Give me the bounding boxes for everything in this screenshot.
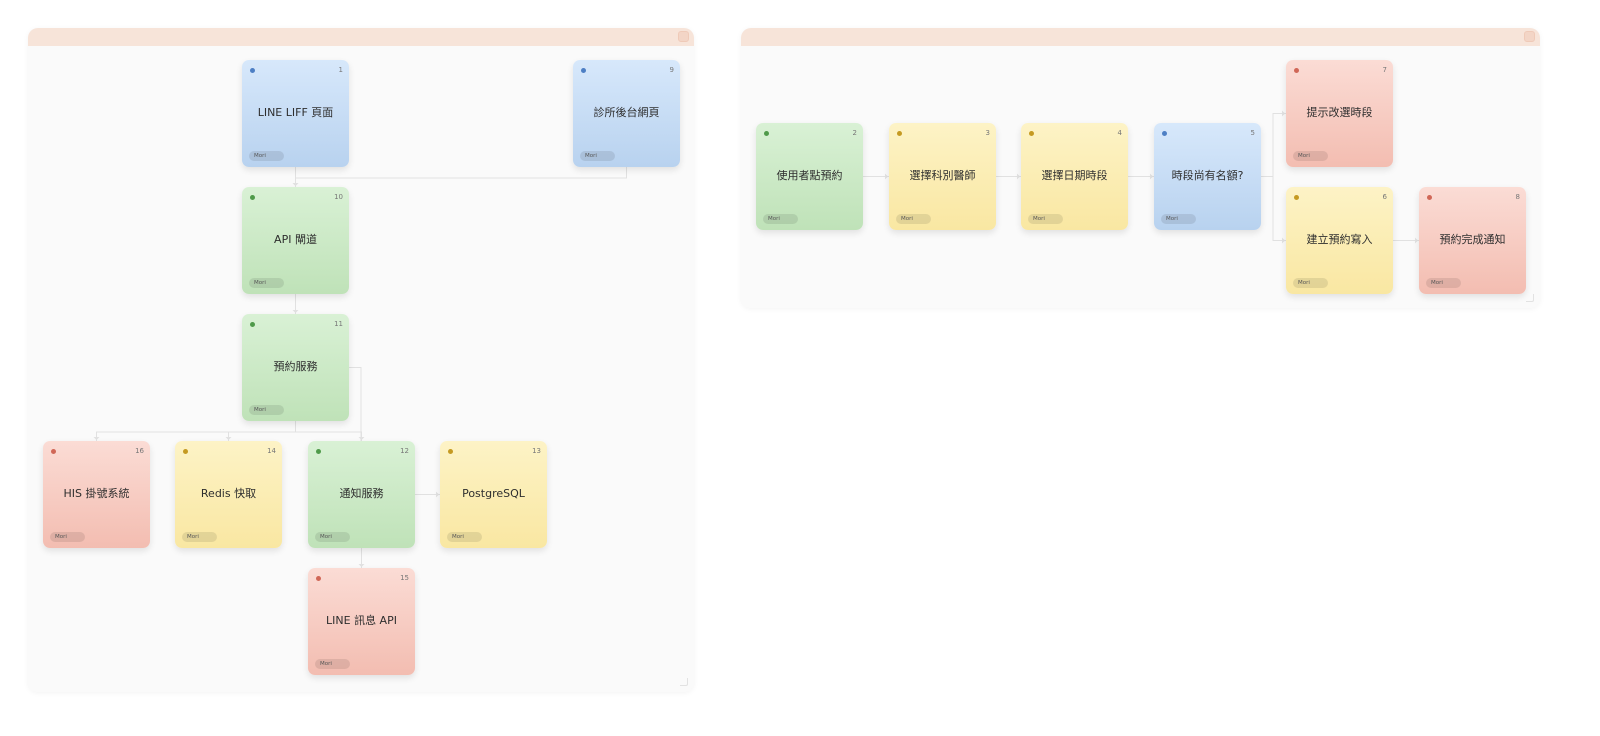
status-dot-icon	[448, 449, 453, 454]
node-label: Redis 快取	[200, 487, 257, 500]
owner-tag: Mori	[315, 532, 350, 542]
booking-flow-panel	[741, 28, 1540, 308]
node-number: 3	[985, 129, 990, 137]
status-dot-icon	[1029, 131, 1034, 136]
status-dot-icon	[1162, 131, 1167, 136]
node-booking-complete-notice[interactable]: 8 預約完成通知 Mori	[1419, 187, 1526, 294]
node-label: LINE LIFF 頁面	[257, 106, 334, 119]
node-number: 15	[400, 574, 409, 582]
node-number: 4	[1117, 129, 1122, 137]
owner-tag: Mori	[315, 659, 350, 669]
node-line-liff-page[interactable]: 1 LINE LIFF 頁面 Mori	[242, 60, 349, 167]
node-booking-service[interactable]: 11 預約服務 Mori	[242, 314, 349, 421]
node-create-booking-write[interactable]: 6 建立預約寫入 Mori	[1286, 187, 1393, 294]
node-label: LINE 訊息 API	[326, 614, 397, 627]
owner-tag: Mori	[1426, 278, 1461, 288]
node-label: HIS 掛號系統	[63, 487, 130, 500]
owner-tag: Mori	[1293, 151, 1328, 161]
panel-menu-icon[interactable]	[678, 31, 689, 42]
node-label: 通知服務	[339, 487, 384, 500]
owner-tag: Mori	[447, 532, 482, 542]
node-number: 16	[135, 447, 144, 455]
node-clinic-backend-web[interactable]: 9 診所後台網頁 Mori	[573, 60, 680, 167]
resize-handle-icon[interactable]	[680, 678, 688, 686]
node-number: 10	[334, 193, 343, 201]
node-number: 9	[669, 66, 674, 74]
owner-tag: Mori	[1293, 278, 1328, 288]
status-dot-icon	[1294, 195, 1299, 200]
node-number: 8	[1515, 193, 1520, 201]
node-number: 14	[267, 447, 276, 455]
status-dot-icon	[250, 322, 255, 327]
owner-tag: Mori	[182, 532, 217, 542]
node-api-gateway[interactable]: 10 API 閘道 Mori	[242, 187, 349, 294]
owner-tag: Mori	[580, 151, 615, 161]
resize-handle-icon[interactable]	[1526, 294, 1534, 302]
node-label: 診所後台網頁	[593, 106, 660, 119]
node-number: 1	[338, 66, 343, 74]
node-number: 12	[400, 447, 409, 455]
node-label: 預約服務	[273, 360, 318, 373]
status-dot-icon	[1427, 195, 1432, 200]
status-dot-icon	[183, 449, 188, 454]
owner-tag: Mori	[1028, 214, 1063, 224]
node-label: 使用者點預約	[776, 169, 843, 182]
owner-tag: Mori	[249, 151, 284, 161]
panel-menu-icon[interactable]	[1524, 31, 1535, 42]
node-number: 13	[532, 447, 541, 455]
node-number: 5	[1250, 129, 1255, 137]
owner-tag: Mori	[1161, 214, 1196, 224]
owner-tag: Mori	[249, 278, 284, 288]
node-line-message-api[interactable]: 15 LINE 訊息 API Mori	[308, 568, 415, 675]
node-slot-available-decision[interactable]: 5 時段尚有名額? Mori	[1154, 123, 1261, 230]
status-dot-icon	[316, 449, 321, 454]
node-postgresql[interactable]: 13 PostgreSQL Mori	[440, 441, 547, 548]
node-label: 建立預約寫入	[1306, 233, 1373, 246]
node-label: 預約完成通知	[1439, 233, 1506, 246]
node-select-date-slot[interactable]: 4 選擇日期時段 Mori	[1021, 123, 1128, 230]
node-label: 時段尚有名額?	[1171, 169, 1244, 182]
node-label: 選擇日期時段	[1041, 169, 1108, 182]
node-prompt-reselect-slot[interactable]: 7 提示改選時段 Mori	[1286, 60, 1393, 167]
node-label: 選擇科別醫師	[909, 169, 976, 182]
node-label: API 閘道	[274, 233, 317, 246]
owner-tag: Mori	[50, 532, 85, 542]
status-dot-icon	[316, 576, 321, 581]
status-dot-icon	[250, 68, 255, 73]
status-dot-icon	[250, 195, 255, 200]
status-dot-icon	[764, 131, 769, 136]
node-notification-service[interactable]: 12 通知服務 Mori	[308, 441, 415, 548]
node-number: 2	[852, 129, 857, 137]
status-dot-icon	[51, 449, 56, 454]
status-dot-icon	[1294, 68, 1299, 73]
node-label: 提示改選時段	[1306, 106, 1373, 119]
node-his-registration[interactable]: 16 HIS 掛號系統 Mori	[43, 441, 150, 548]
node-number: 11	[334, 320, 343, 328]
node-user-clicks-book[interactable]: 2 使用者點預約 Mori	[756, 123, 863, 230]
status-dot-icon	[581, 68, 586, 73]
panel-header[interactable]	[28, 28, 694, 46]
node-label: PostgreSQL	[462, 487, 525, 500]
panel-header[interactable]	[741, 28, 1540, 46]
owner-tag: Mori	[896, 214, 931, 224]
node-select-department-doctor[interactable]: 3 選擇科別醫師 Mori	[889, 123, 996, 230]
node-redis-cache[interactable]: 14 Redis 快取 Mori	[175, 441, 282, 548]
node-number: 7	[1382, 66, 1387, 74]
owner-tag: Mori	[249, 405, 284, 415]
node-number: 6	[1382, 193, 1387, 201]
owner-tag: Mori	[763, 214, 798, 224]
status-dot-icon	[897, 131, 902, 136]
